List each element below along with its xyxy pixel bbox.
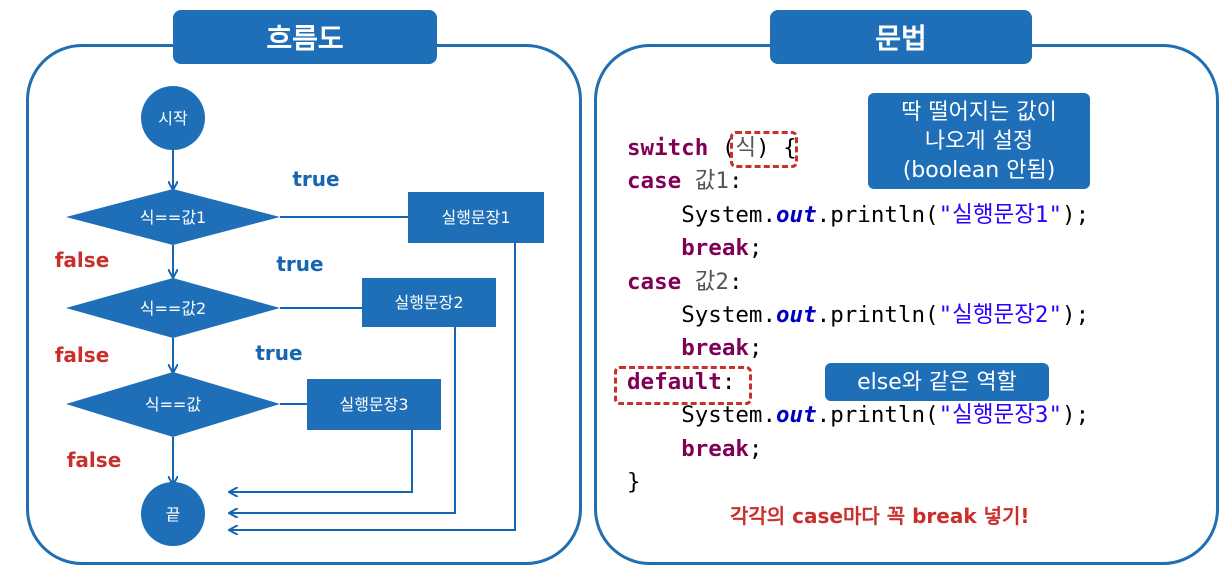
condition-1-label: 식==값1 <box>140 208 206 227</box>
expr-callout-line-2: 나오게 설정 <box>924 128 1034 154</box>
false-label-1: false <box>55 248 110 272</box>
default-callout: else와 같은 역할 <box>825 363 1049 401</box>
code-indent <box>627 202 681 228</box>
code-indent <box>627 402 681 428</box>
code-println: .println( <box>816 402 939 429</box>
code-println-close: ); <box>1062 402 1090 429</box>
code-close-brace: } <box>627 469 641 496</box>
code-expression: 식 <box>735 135 757 161</box>
code-out-field: out <box>776 302 817 329</box>
code-system: System. <box>681 402 777 429</box>
code-println-close: ); <box>1062 302 1090 329</box>
code-indent <box>627 302 681 328</box>
expr-highlight-box <box>730 131 798 168</box>
code-case-value-2: 값2 <box>681 268 729 295</box>
statement-2-box <box>362 278 496 327</box>
start-node <box>141 86 205 150</box>
code-colon-2: : <box>728 268 743 295</box>
code-case-keyword-2: case <box>627 268 682 295</box>
condition-3-diamond <box>66 372 280 437</box>
false-label-2: false <box>55 343 110 367</box>
false-label-3: false <box>67 448 122 472</box>
statement-2-label: 실행문장2 <box>394 293 463 312</box>
code-indent <box>627 235 681 261</box>
condition-2-label: 식==값2 <box>140 299 206 318</box>
return-line-1 <box>230 243 516 530</box>
code-system: System. <box>681 201 777 228</box>
return-line-3 <box>230 430 413 492</box>
code-out-field: out <box>776 402 817 429</box>
expr-callout-line-1: 딱 떨어지는 값이 <box>901 99 1057 125</box>
code-block: switch (식) { case 값1: System.out.println… <box>627 132 1089 499</box>
statement-1-box <box>408 192 544 243</box>
code-system: System. <box>681 302 777 329</box>
code-semicolon: ; <box>748 435 763 462</box>
code-indent <box>627 335 681 361</box>
default-highlight-box <box>614 366 752 405</box>
condition-1-diamond <box>66 189 280 245</box>
statement-1-label: 실행문장1 <box>441 208 510 227</box>
code-semicolon: ; <box>748 235 763 262</box>
flowchart-title: 흐름도 <box>173 10 437 64</box>
code-break-keyword: break <box>681 335 749 362</box>
condition-3-label: 식==값 <box>145 395 202 414</box>
expr-callout: 딱 떨어지는 값이 나오게 설정 (boolean 안됨) <box>868 93 1090 189</box>
code-case-value-1: 값1 <box>681 168 729 195</box>
end-node-label: 끝 <box>166 505 181 524</box>
code-switch-keyword: switch <box>627 135 709 161</box>
code-string-3: "실행문장3" <box>938 402 1063 429</box>
code-println-close: ); <box>1062 201 1090 228</box>
code-break-keyword: break <box>681 435 749 462</box>
syntax-title: 문법 <box>770 10 1032 64</box>
expr-callout-line-3: (boolean 안됨) <box>902 157 1056 183</box>
code-println: .println( <box>816 201 939 228</box>
code-out-field: out <box>776 201 817 228</box>
code-string-1: "실행문장1" <box>938 201 1063 228</box>
condition-2-diamond <box>66 278 280 338</box>
start-node-label: 시작 <box>158 109 188 128</box>
code-break-keyword: break <box>681 235 749 262</box>
break-note: 각각의 case마다 꼭 break 넣기! <box>730 504 1030 528</box>
return-line-2 <box>230 327 456 513</box>
true-label-3: true <box>255 341 302 365</box>
code-default-keyword: default <box>627 368 722 395</box>
code-paren-close: ) { <box>756 135 797 161</box>
code-colon-1: : <box>728 168 743 195</box>
code-case-keyword-1: case <box>627 168 682 195</box>
statement-3-box <box>307 379 441 430</box>
true-label-2: true <box>276 252 323 276</box>
statement-3-label: 실행문장3 <box>339 395 408 414</box>
code-colon-3: : <box>721 368 736 395</box>
end-node <box>141 482 205 546</box>
code-semicolon: ; <box>748 335 763 362</box>
code-println: .println( <box>816 302 939 329</box>
code-indent <box>627 436 681 462</box>
true-label-1: true <box>292 167 339 191</box>
code-string-2: "실행문장2" <box>938 302 1063 329</box>
